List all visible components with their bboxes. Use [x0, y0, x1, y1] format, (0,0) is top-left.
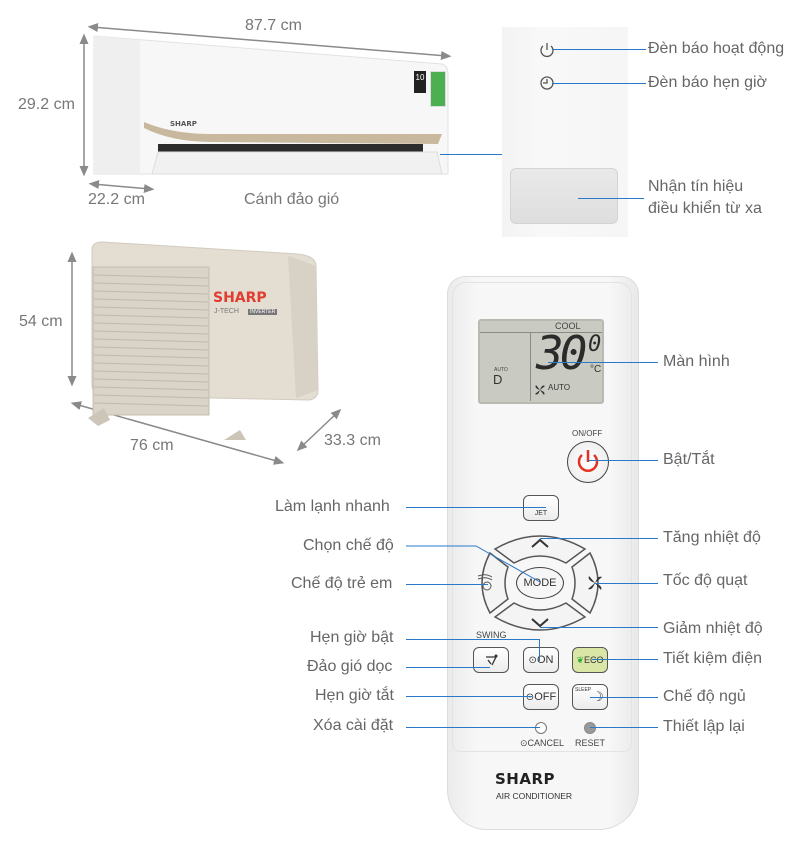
leader-temp-down [540, 627, 658, 628]
outdoor-width-label: 76 cm [130, 437, 174, 454]
energy-rating-badge: 10 [414, 71, 426, 93]
callout-signal-receiver-line2: điều khiển từ xa [648, 200, 762, 217]
leader-sleep [590, 697, 658, 698]
remote-brand-logo: SHARP [495, 770, 556, 788]
jet-button[interactable]: JET [523, 495, 559, 521]
dpad [477, 535, 602, 631]
callout-power-indicator: Đèn báo hoạt động [648, 40, 785, 57]
timer-on-button[interactable]: ⊙ON [523, 647, 559, 673]
callout-cancel: Xóa cài đặt [313, 717, 394, 734]
cancel-button[interactable] [535, 722, 547, 734]
timer-off-clock-icon: ⊙ [525, 691, 535, 703]
leader-swing [406, 667, 490, 668]
remote-signal-receiver [510, 168, 618, 224]
indoor-depth-label: 22.2 cm [88, 191, 145, 208]
leader-kids-mode [406, 584, 488, 585]
callout-timer-off: Hẹn giờ tắt [315, 687, 394, 704]
callout-jet: Làm lạnh nhanh [275, 498, 390, 515]
leader-fan-speed [594, 583, 658, 584]
indoor-height-label: 29.2 cm [18, 96, 75, 113]
callout-eco: Tiết kiệm điện [663, 650, 762, 667]
fan-speed-button[interactable] [571, 551, 599, 615]
kids-mode-icon [477, 574, 493, 591]
leaf-icon: ❦ [576, 654, 585, 665]
leader-timer-on [406, 639, 540, 640]
callout-power: Bật/Tắt [663, 451, 715, 468]
reset-button[interactable] [584, 722, 596, 734]
callout-screen: Màn hình [663, 353, 730, 370]
energy-label-sticker [430, 71, 446, 107]
outdoor-depth-label: 33.3 cm [324, 432, 381, 449]
moon-icon: ☽ [592, 689, 604, 705]
power-button[interactable] [567, 441, 609, 483]
callout-timer-on: Hẹn giờ bật [310, 629, 394, 646]
leader-jet [406, 507, 546, 508]
callout-sleep: Chế độ ngủ [663, 688, 746, 705]
fan-icon [588, 576, 602, 590]
outdoor-brand-logo: SHARP [213, 290, 267, 306]
lcd-temperature: 30 [536, 326, 587, 380]
outdoor-unit-body [88, 241, 319, 440]
lcd-temperature-decimal: 0 [588, 332, 602, 357]
outdoor-height-label: 54 cm [19, 313, 63, 330]
kids-mode-button[interactable] [481, 551, 509, 615]
onoff-caption: ON/OFF [572, 429, 603, 438]
swing-button[interactable] [473, 647, 509, 673]
indoor-unit-body [93, 35, 449, 175]
callout-fan-speed: Tốc độ quạt [663, 572, 748, 589]
lcd-divider-v [530, 333, 531, 401]
outdoor-inverter-badge: INVERTER [248, 309, 278, 315]
dimension-arrows-indoor [79, 23, 452, 193]
temp-up-button[interactable] [493, 535, 587, 564]
remote-subtitle: AIR CONDITIONER [496, 791, 573, 801]
leader-temp-up [540, 538, 658, 539]
lcd-fan-mode: AUTO [548, 383, 571, 392]
timer-off-button[interactable]: ⊙OFF [523, 684, 559, 710]
lcd-left-indicator: D [493, 372, 503, 387]
leader-screen [548, 362, 658, 363]
leader-timer-on-v [539, 639, 540, 661]
eco-button[interactable]: ❦ECO [572, 647, 608, 673]
remote-button-area [452, 282, 632, 752]
lcd-auto-small: AUTO [494, 367, 508, 373]
indoor-width-label: 87.7 cm [245, 17, 302, 34]
temp-down-button[interactable] [493, 602, 587, 631]
callout-signal-receiver-line1: Nhận tín hiệu [648, 178, 744, 195]
callout-kids-mode: Chế độ trẻ em [291, 575, 393, 592]
louver-label: Cánh đảo gió [244, 191, 340, 208]
leader-signal-receiver [578, 198, 644, 199]
lcd-mode: COOL [555, 321, 581, 331]
outdoor-series-label: J-TECH [214, 308, 239, 315]
lcd-display [478, 319, 604, 404]
power-indicator-icon [540, 43, 554, 58]
callout-swing: Đảo gió dọc [307, 658, 393, 675]
leader-timer-indicator [552, 83, 646, 84]
leader-power-indicator [552, 49, 646, 50]
mode-button[interactable]: MODE [516, 567, 564, 599]
callout-reset: Thiết lập lại [663, 718, 745, 735]
swing-caption: SWING [476, 630, 507, 640]
cancel-caption: ⊙CANCEL [520, 738, 565, 748]
leader-mode [406, 545, 541, 583]
leader-power [588, 460, 658, 461]
lcd-unit: °C [590, 364, 602, 375]
swing-icon [486, 654, 498, 666]
callout-temp-up: Tăng nhiệt độ [663, 529, 761, 546]
leader-cancel [406, 727, 540, 728]
callout-timer-indicator: Đèn báo hẹn giờ [648, 74, 768, 91]
louver-leader-line [440, 154, 502, 155]
indoor-brand-logo: SHARP [170, 120, 197, 128]
lcd-divider-h [480, 332, 602, 333]
lcd-fan-icon [535, 385, 545, 395]
reset-caption: RESET [575, 738, 606, 748]
leader-reset [590, 727, 658, 728]
leader-eco [592, 659, 658, 660]
chevron-up-icon [531, 538, 549, 548]
timer-on-clock-icon: ⊙ [528, 654, 537, 666]
callout-mode: Chọn chế độ [303, 537, 394, 554]
callout-temp-down: Giảm nhiệt độ [663, 620, 763, 637]
power-icon [577, 450, 599, 472]
leader-timer-off [406, 696, 532, 697]
chevron-down-icon [531, 618, 549, 628]
